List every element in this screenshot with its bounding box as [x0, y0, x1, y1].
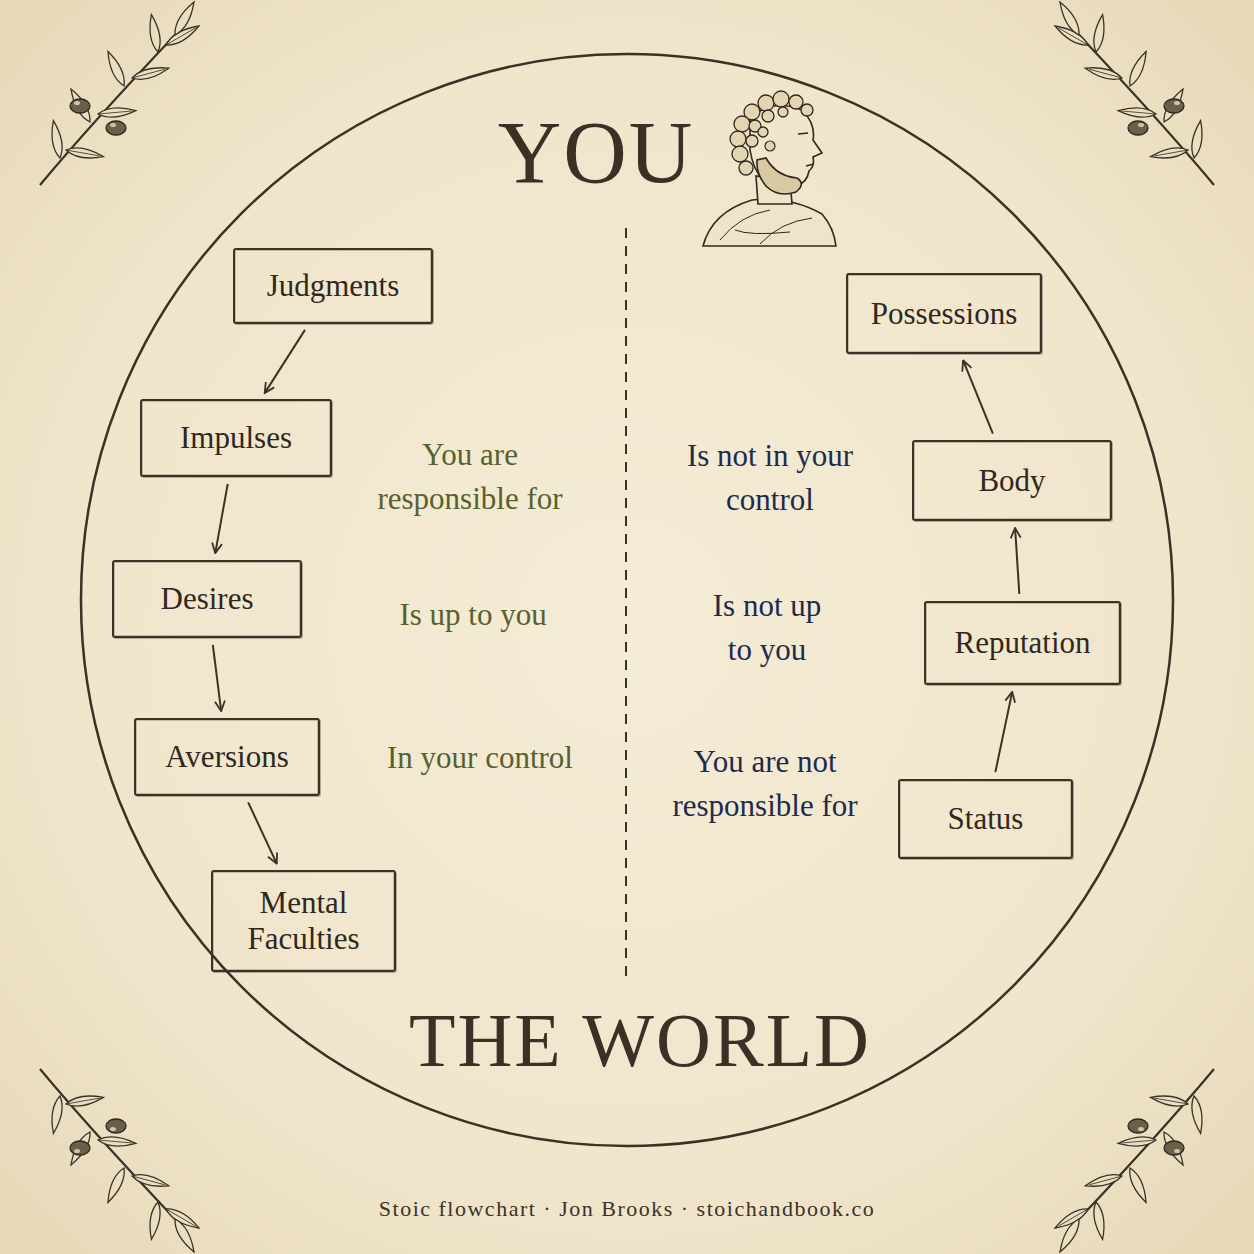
laurel-branch [1053, 1069, 1214, 1254]
box-text: Desires [161, 581, 254, 617]
process-box: Body [912, 440, 1112, 521]
laurel-branch [40, 0, 201, 185]
control-label: You are not responsible for [660, 740, 870, 828]
process-box: Possessions [846, 273, 1042, 354]
box-text: Reputation [954, 625, 1090, 661]
process-box: Mental Faculties [211, 870, 396, 972]
process-box: Aversions [134, 718, 320, 796]
laurel-branch [1053, 0, 1214, 185]
flow-arrow [1015, 528, 1019, 594]
control-label: In your control [350, 736, 610, 780]
process-box: Judgments [233, 248, 433, 324]
flow-arrow [963, 360, 993, 433]
enclosing-circle: YOU THE WORLD JudgmentsImpulsesDesiresAver… [79, 52, 1175, 1148]
philosopher-bust [703, 91, 836, 246]
divider-line [625, 228, 627, 976]
control-label: Is up to you [348, 593, 598, 637]
flow-arrow [215, 484, 227, 553]
world-text: THE WORLD [409, 998, 871, 1082]
control-label: Is not up to you [703, 584, 831, 672]
box-text: Status [948, 801, 1024, 837]
box-text: Judgments [267, 268, 400, 304]
process-box: Reputation [924, 601, 1121, 685]
process-box: Desires [112, 560, 302, 638]
process-box: Impulses [140, 399, 332, 477]
box-text: Body [978, 463, 1045, 499]
box-text: Aversions [165, 739, 288, 775]
caption: Stoic flowchart · Jon Brooks · stoichand… [0, 1196, 1254, 1222]
flow-arrow [995, 692, 1012, 772]
heading-text: YOU [498, 104, 695, 201]
control-label: Is not in your control [685, 434, 855, 522]
control-label: You are responsible for [365, 433, 575, 521]
circle-outline [81, 54, 1173, 1146]
box-text: Possessions [871, 296, 1017, 332]
flow-arrow [248, 802, 277, 863]
flow-arrow [265, 330, 305, 393]
box-text: Mental Faculties [225, 885, 382, 957]
flow-arrow [213, 645, 221, 711]
box-text: Impulses [180, 420, 292, 456]
laurel-branch [40, 1069, 201, 1254]
process-box: Status [898, 779, 1073, 859]
